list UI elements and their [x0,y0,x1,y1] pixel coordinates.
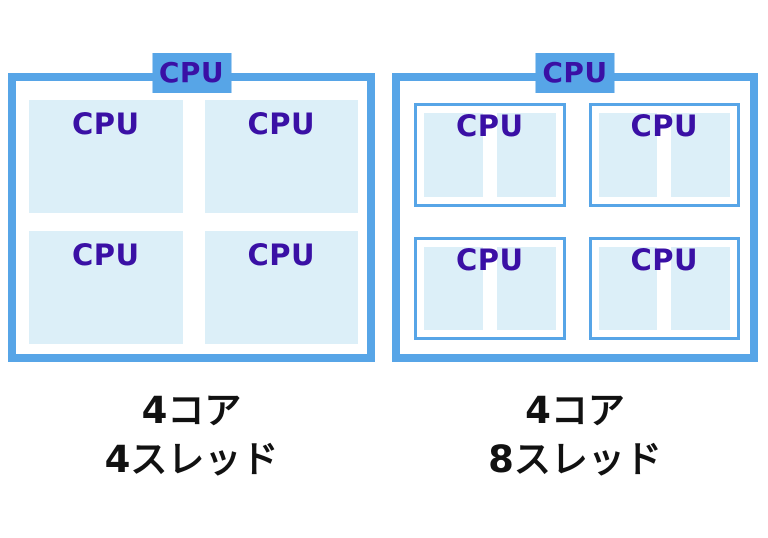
core-label: CPU [247,107,316,141]
cpu-core: CPU [204,231,358,344]
cpu-core-hyperthreaded: CPU [588,103,740,207]
cpu-core-hyperthreaded: CPU [414,236,566,340]
left-caption-cores: 4コア [141,389,242,432]
right-caption-cores: 4コア [525,389,625,432]
cpu-core: CPU [29,100,183,213]
core-label: CPU [71,107,140,141]
core-label: CPU [455,109,524,143]
left-cpu-package: CPU CPU CPU CPU CPU [8,53,375,362]
thread-block [424,246,483,330]
thread-block [598,113,658,197]
left-caption-threads: 4スレッド [104,438,279,481]
left-cpu-package-tab: CPU [152,53,231,93]
core-label: CPU [247,238,316,272]
core-label: CPU [630,242,699,277]
thread-block [598,246,658,330]
right-package-label: CPU [542,56,608,89]
right-cpu-package-tab: CPU [535,53,615,93]
right-core-grid: CPU CPU CPU CPU [400,81,750,354]
thread-block [671,113,730,197]
thread-block [496,246,556,330]
cpu-core: CPU [29,231,183,344]
cpu-core-hyperthreaded: CPU [414,103,566,207]
thread-block [424,113,483,197]
right-cpu-package: CPU CPU CPU CPU CPU [392,53,758,362]
left-core-grid: CPU CPU CPU CPU [16,81,367,354]
core-label: CPU [71,238,140,272]
right-caption-threads: 8スレッド [488,438,662,481]
core-label: CPU [630,109,699,143]
left-caption: 4コア 4スレッド [8,386,375,484]
cpu-core: CPU [204,100,358,213]
thread-block [671,246,730,330]
thread-block [496,113,556,197]
right-caption: 4コア 8スレッド [392,386,758,484]
cpu-core-hyperthreaded: CPU [588,236,740,340]
left-package-label: CPU [158,56,225,89]
core-label: CPU [455,242,524,277]
